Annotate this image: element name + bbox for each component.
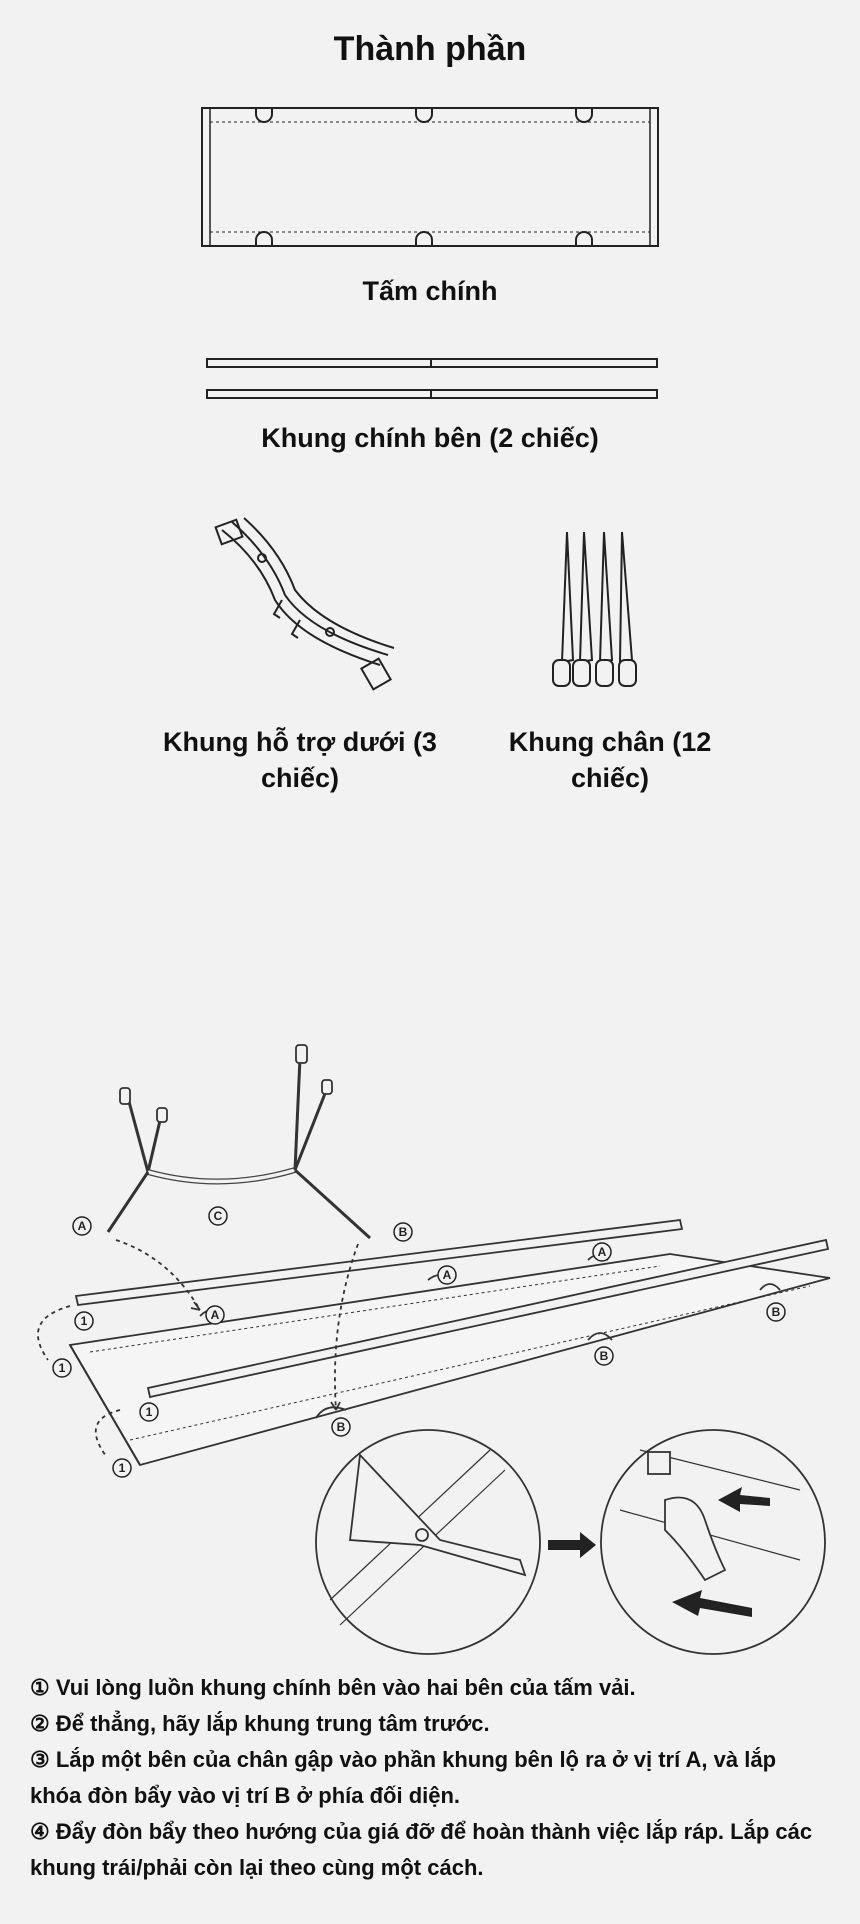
marker-a-4: A [598, 1245, 607, 1259]
marker-c: C [214, 1209, 223, 1223]
step-1: ① Vui lòng luồn khung chính bên vào hai … [30, 1675, 636, 1700]
marker-b-4: B [337, 1420, 346, 1434]
main-sheet-drawing [201, 107, 659, 247]
side-frame-label: Khung chính bên (2 chiếc) [261, 423, 599, 453]
step-4: ④ Đẩy đòn bẩy theo hướng của giá đỡ để h… [30, 1819, 813, 1880]
marker-b-1: B [399, 1225, 408, 1239]
support-frame-label: Khung hỗ trợ dưới (3 chiếc) [163, 727, 437, 793]
marker-a-1: A [78, 1219, 87, 1233]
leg-frame-drawing [552, 531, 637, 687]
marker-one-1: 1 [81, 1314, 88, 1328]
marker-b-2: B [772, 1305, 781, 1319]
direction-arrows [548, 1487, 770, 1617]
leg-frame-label: Khung chân (12 chiếc) [508, 727, 712, 793]
marker-one-4: 1 [119, 1461, 126, 1475]
assembly-drawing [37, 1044, 831, 1655]
page-title: Thành phần [333, 30, 527, 68]
side-frame-drawing [206, 358, 658, 399]
step-2: ② Để thẳng, hãy lắp khung trung tâm trướ… [30, 1711, 490, 1736]
step-3: ③ Lắp một bên của chân gập vào phần khun… [30, 1747, 777, 1808]
marker-b-3: B [600, 1349, 609, 1363]
main-sheet-label: Tấm chính [362, 276, 498, 306]
marker-a-2: A [211, 1308, 220, 1322]
marker-one-2: 1 [59, 1361, 66, 1375]
support-frame-drawing [214, 517, 395, 691]
marker-one-3: 1 [146, 1405, 153, 1419]
assembly-steps: ① Vui lòng luồn khung chính bên vào hai … [30, 1670, 830, 1886]
marker-a-3: A [443, 1268, 452, 1282]
